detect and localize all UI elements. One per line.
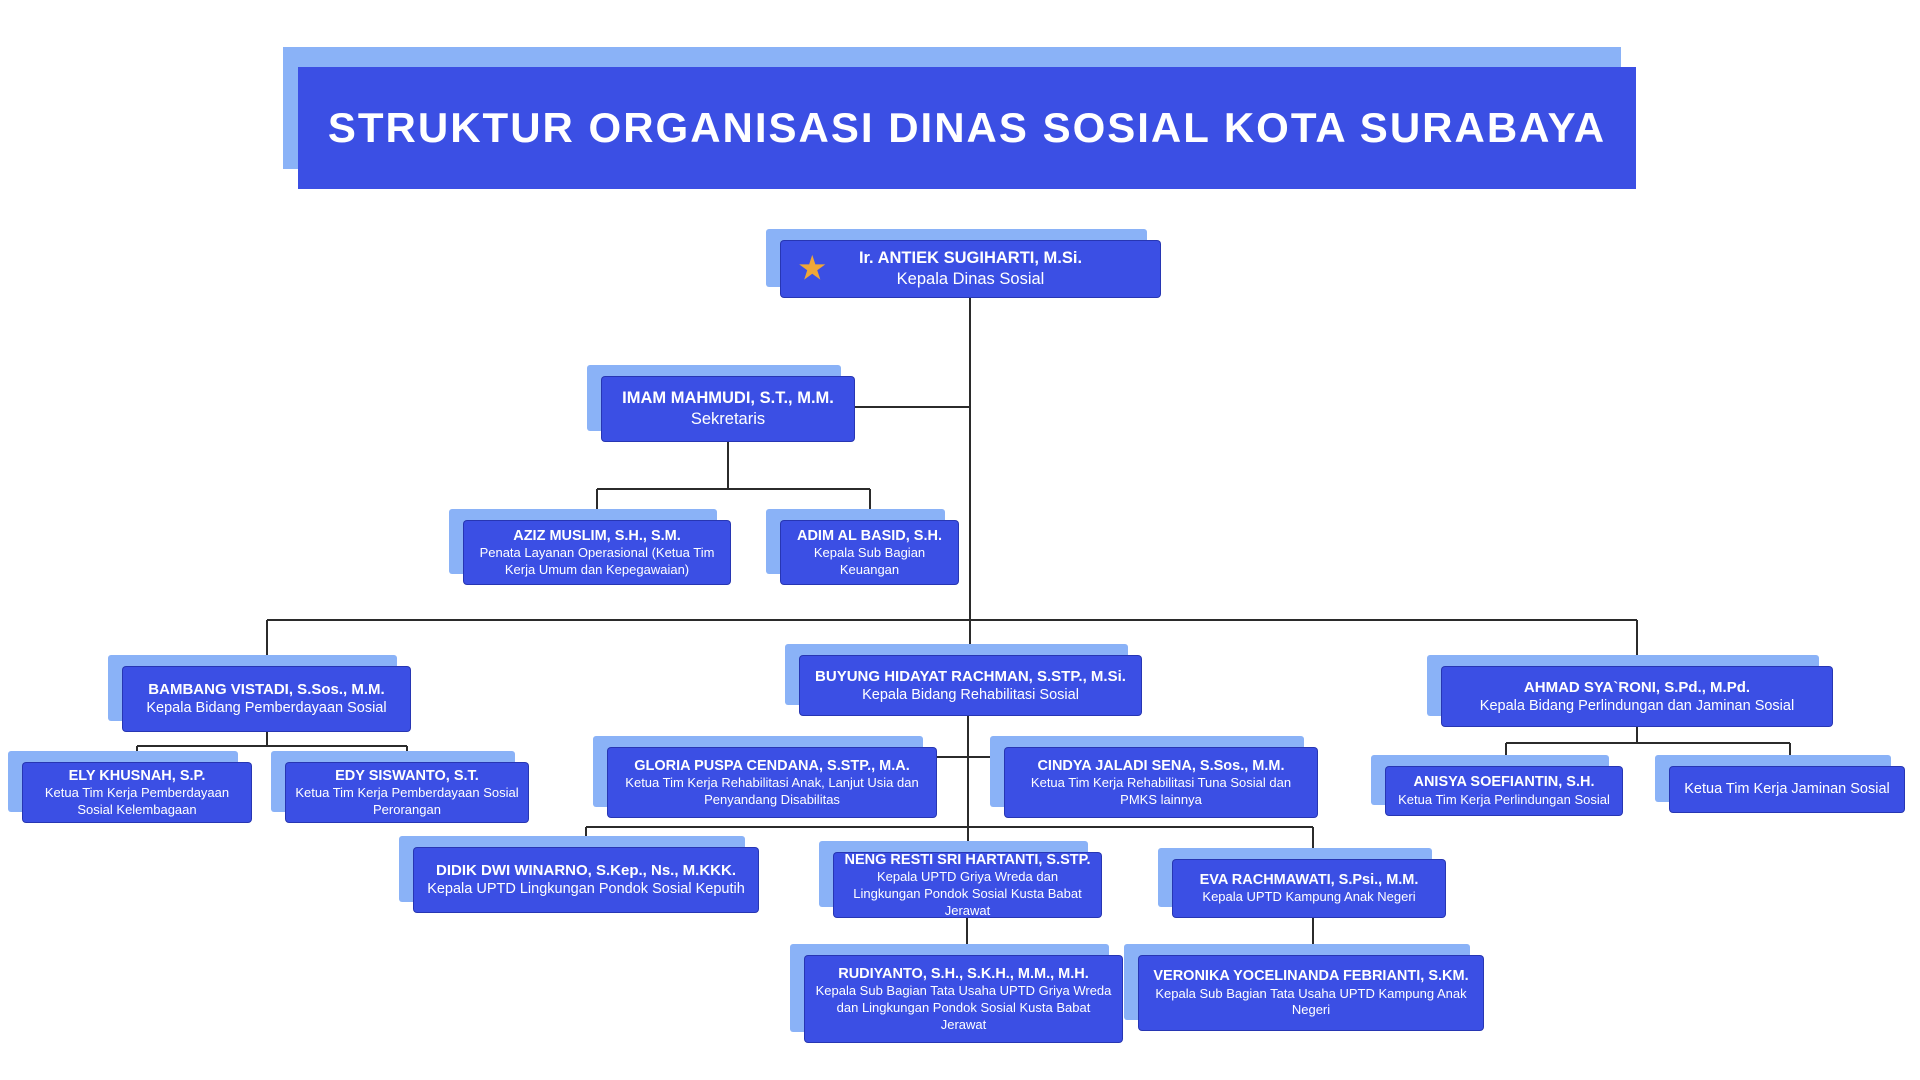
person-role: Kepala Bidang Perlindungan dan Jaminan S… [1479, 697, 1795, 714]
node-sekretaris: IMAM MAHMUDI, S.T., M.M. Sekretaris [587, 365, 855, 442]
person-role: Kepala Bidang Rehabilitasi Sosial [862, 686, 1079, 703]
node-adim-al-basid: ADIM AL BASID, S.H. Kepala Sub Bagian Ke… [766, 509, 959, 585]
node-card: AZIZ MUSLIM, S.H., S.M. Penata Layanan O… [463, 520, 731, 585]
page-title: STRUKTUR ORGANISASI DINAS SOSIAL KOTA SU… [327, 104, 1607, 151]
person-name: EVA RACHMAWATI, S.Psi., M.M. [1199, 871, 1419, 888]
node-card: BAMBANG VISTADI, S.Sos., M.M. Kepala Bid… [122, 666, 411, 732]
node-card: AHMAD SYA`RONI, S.Pd., M.Pd. Kepala Bida… [1441, 666, 1833, 727]
person-role: Kepala Sub Bagian Tata Usaha UPTD Griya … [815, 983, 1112, 1032]
person-name: DIDIK DWI WINARNO, S.Kep., Ns., M.KKK. [436, 862, 736, 880]
person-role: Ketua Tim Kerja Perlindungan Sosial [1398, 791, 1610, 807]
node-card: DIDIK DWI WINARNO, S.Kep., Ns., M.KKK. K… [413, 847, 759, 913]
node-neng-resti-sri-hartanti: NENG RESTI SRI HARTANTI, S.STP. Kepala U… [819, 841, 1102, 918]
person-name: AZIZ MUSLIM, S.H., S.M. [513, 527, 681, 544]
page-title-banner: STRUKTUR ORGANISASI DINAS SOSIAL KOTA SU… [283, 47, 1636, 189]
person-role: Kepala UPTD Griya Wreda dan Lingkungan P… [853, 869, 1082, 918]
node-bambang-vistadi: BAMBANG VISTADI, S.Sos., M.M. Kepala Bid… [108, 655, 411, 732]
person-name: EDY SISWANTO, S.T. [335, 767, 479, 784]
node-card: IMAM MAHMUDI, S.T., M.M. Sekretaris [601, 376, 855, 442]
node-buyung-hidayat-rachman: BUYUNG HIDAYAT RACHMAN, S.STP., M.Si. Ke… [785, 644, 1142, 716]
node-cindya-jaladi-sena: CINDYA JALADI SENA, S.Sos., M.M. Ketua T… [990, 736, 1318, 818]
node-jaminan-sosial: Ketua Tim Kerja Jaminan Sosial [1655, 755, 1905, 813]
person-role: Ketua Tim Kerja Pemberdayaan Sosial Pero… [295, 785, 519, 817]
node-eva-rachmawati: EVA RACHMAWATI, S.Psi., M.M. Kepala UPTD… [1158, 848, 1446, 918]
person-role: Ketua Tim Kerja Jaminan Sosial [1684, 781, 1890, 798]
person-role: Kepala Dinas Sosial [896, 270, 1045, 288]
person-role: Kepala Bidang Pemberdayaan Sosial [146, 700, 387, 717]
person-name: RUDIYANTO, S.H., S.K.H., M.M., M.H. [838, 965, 1089, 982]
node-card: RUDIYANTO, S.H., S.K.H., M.M., M.H. Kepa… [804, 955, 1123, 1043]
node-gloria-puspa-cendana: GLORIA PUSPA CENDANA, S.STP., M.A. Ketua… [593, 736, 937, 818]
person-name: CINDYA JALADI SENA, S.Sos., M.M. [1037, 757, 1285, 774]
node-card: Ketua Tim Kerja Jaminan Sosial [1669, 766, 1905, 813]
person-name: BUYUNG HIDAYAT RACHMAN, S.STP., M.Si. [815, 667, 1126, 685]
person-name: IMAM MAHMUDI, S.T., M.M. [622, 388, 834, 407]
node-card: CINDYA JALADI SENA, S.Sos., M.M. Ketua T… [1004, 747, 1318, 818]
node-card: NENG RESTI SRI HARTANTI, S.STP. Kepala U… [833, 852, 1102, 918]
person-role: Kepala Sub Bagian Keuangan [813, 545, 926, 577]
node-card: VERONIKA YOCELINANDA FEBRIANTI, S.KM. Ke… [1138, 955, 1484, 1031]
node-rudiyanto: RUDIYANTO, S.H., S.K.H., M.M., M.H. Kepa… [790, 944, 1123, 1043]
node-card: EDY SISWANTO, S.T. Ketua Tim Kerja Pembe… [285, 762, 529, 823]
node-card: EVA RACHMAWATI, S.Psi., M.M. Kepala UPTD… [1172, 859, 1446, 918]
node-aziz-muslim: AZIZ MUSLIM, S.H., S.M. Penata Layanan O… [449, 509, 731, 585]
node-veronika-yocelinanda-febrianti: VERONIKA YOCELINANDA FEBRIANTI, S.KM. Ke… [1124, 944, 1484, 1031]
person-name: GLORIA PUSPA CENDANA, S.STP., M.A. [634, 757, 910, 774]
person-name: AHMAD SYA`RONI, S.Pd., M.Pd. [1523, 678, 1751, 696]
node-ahmad-syaroni: AHMAD SYA`RONI, S.Pd., M.Pd. Kepala Bida… [1427, 655, 1833, 727]
star-icon: ★ [797, 249, 828, 288]
person-role: Kepala UPTD Lingkungan Pondok Sosial Kep… [427, 881, 745, 898]
person-name: NENG RESTI SRI HARTANTI, S.STP. [844, 851, 1091, 868]
person-role: Kepala UPTD Kampung Anak Negeri [1202, 889, 1416, 905]
person-role: Penata Layanan Operasional (Ketua Tim Ke… [479, 545, 715, 577]
node-card: BUYUNG HIDAYAT RACHMAN, S.STP., M.Si. Ke… [799, 655, 1142, 716]
person-role: Kepala Sub Bagian Tata Usaha UPTD Kampun… [1155, 985, 1467, 1018]
person-role: Ketua Tim Kerja Rehabilitasi Anak, Lanju… [625, 775, 919, 807]
person-role: Ketua Tim Kerja Pemberdayaan Sosial Kele… [44, 785, 230, 817]
person-name: BAMBANG VISTADI, S.Sos., M.M. [148, 681, 385, 699]
node-card: ★ Ir. ANTIEK SUGIHARTI, M.Si. Kepala Din… [780, 240, 1161, 298]
node-card: ELY KHUSNAH, S.P. Ketua Tim Kerja Pember… [22, 762, 252, 823]
person-name: ADIM AL BASID, S.H. [796, 527, 942, 544]
node-card: ANISYA SOEFIANTIN, S.H. Ketua Tim Kerja … [1385, 766, 1623, 816]
person-role: Ketua Tim Kerja Rehabilitasi Tuna Sosial… [1030, 775, 1292, 807]
node-anisya-soefiantin: ANISYA SOEFIANTIN, S.H. Ketua Tim Kerja … [1371, 755, 1623, 816]
node-card: GLORIA PUSPA CENDANA, S.STP., M.A. Ketua… [607, 747, 937, 818]
node-didik-dwi-winarno: DIDIK DWI WINARNO, S.Kep., Ns., M.KKK. K… [399, 836, 759, 913]
node-kepala-dinas: ★ Ir. ANTIEK SUGIHARTI, M.Si. Kepala Din… [766, 229, 1161, 298]
node-edy-siswanto: EDY SISWANTO, S.T. Ketua Tim Kerja Pembe… [271, 751, 529, 823]
node-card: ADIM AL BASID, S.H. Kepala Sub Bagian Ke… [780, 520, 959, 585]
person-name: ELY KHUSNAH, S.P. [68, 767, 206, 784]
banner-card: STRUKTUR ORGANISASI DINAS SOSIAL KOTA SU… [298, 67, 1636, 189]
person-name: ANISYA SOEFIANTIN, S.H. [1413, 774, 1595, 791]
person-name: VERONIKA YOCELINANDA FEBRIANTI, S.KM. [1153, 968, 1469, 985]
person-name: Ir. ANTIEK SUGIHARTI, M.Si. [858, 248, 1083, 267]
node-ely-khusnah: ELY KHUSNAH, S.P. Ketua Tim Kerja Pember… [8, 751, 252, 823]
person-role: Sekretaris [690, 410, 766, 428]
